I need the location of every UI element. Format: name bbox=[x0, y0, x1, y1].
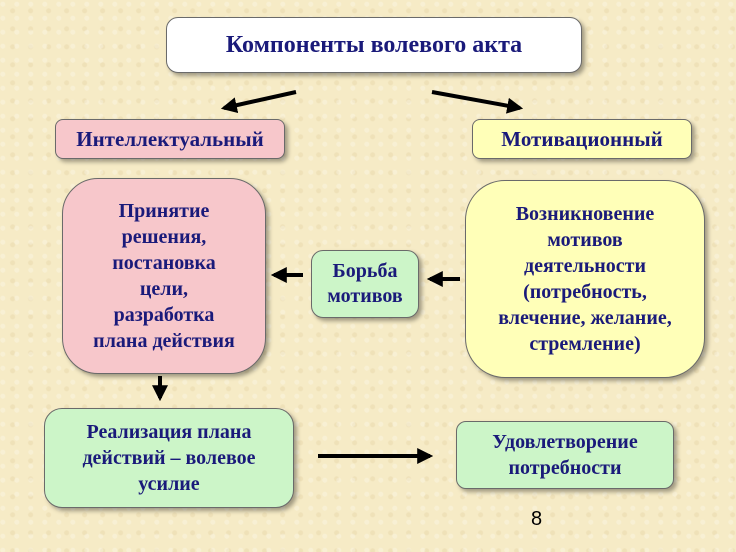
need-satisfaction-node-text: Удовлетворение потребности bbox=[492, 431, 638, 479]
page-number: 8 bbox=[531, 508, 543, 530]
plan-realization-node-text: Реализация плана действий – волевое усил… bbox=[82, 421, 256, 495]
arrow-to-motivational bbox=[431, 90, 524, 114]
decision-node: Принятие решения, постановка цели, разра… bbox=[62, 178, 266, 374]
motive-emergence-node: Возникновение мотивов деятельности (потр… bbox=[465, 180, 705, 378]
motive-emergence-node-text: Возникновение мотивов деятельности (потр… bbox=[498, 203, 672, 355]
decision-node-text: Принятие решения, постановка цели, разра… bbox=[93, 200, 235, 352]
diagram-title: Компоненты волевого акта bbox=[225, 31, 523, 58]
motive-struggle-node: Борьба мотивов bbox=[311, 250, 419, 318]
arrow-to-intellectual bbox=[220, 90, 297, 114]
motivational-component-box: Мотивационный bbox=[472, 119, 692, 159]
motivational-component-label: Мотивационный bbox=[501, 126, 663, 151]
motive-struggle-node-text: Борьба мотивов bbox=[327, 260, 403, 307]
title-box: Компоненты волевого акта bbox=[166, 17, 582, 73]
intellectual-component-box: Интеллектуальный bbox=[55, 119, 285, 159]
intellectual-component-label: Интеллектуальный bbox=[76, 126, 264, 151]
plan-realization-node: Реализация плана действий – волевое усил… bbox=[44, 408, 294, 508]
need-satisfaction-node: Удовлетворение потребности bbox=[456, 421, 674, 489]
